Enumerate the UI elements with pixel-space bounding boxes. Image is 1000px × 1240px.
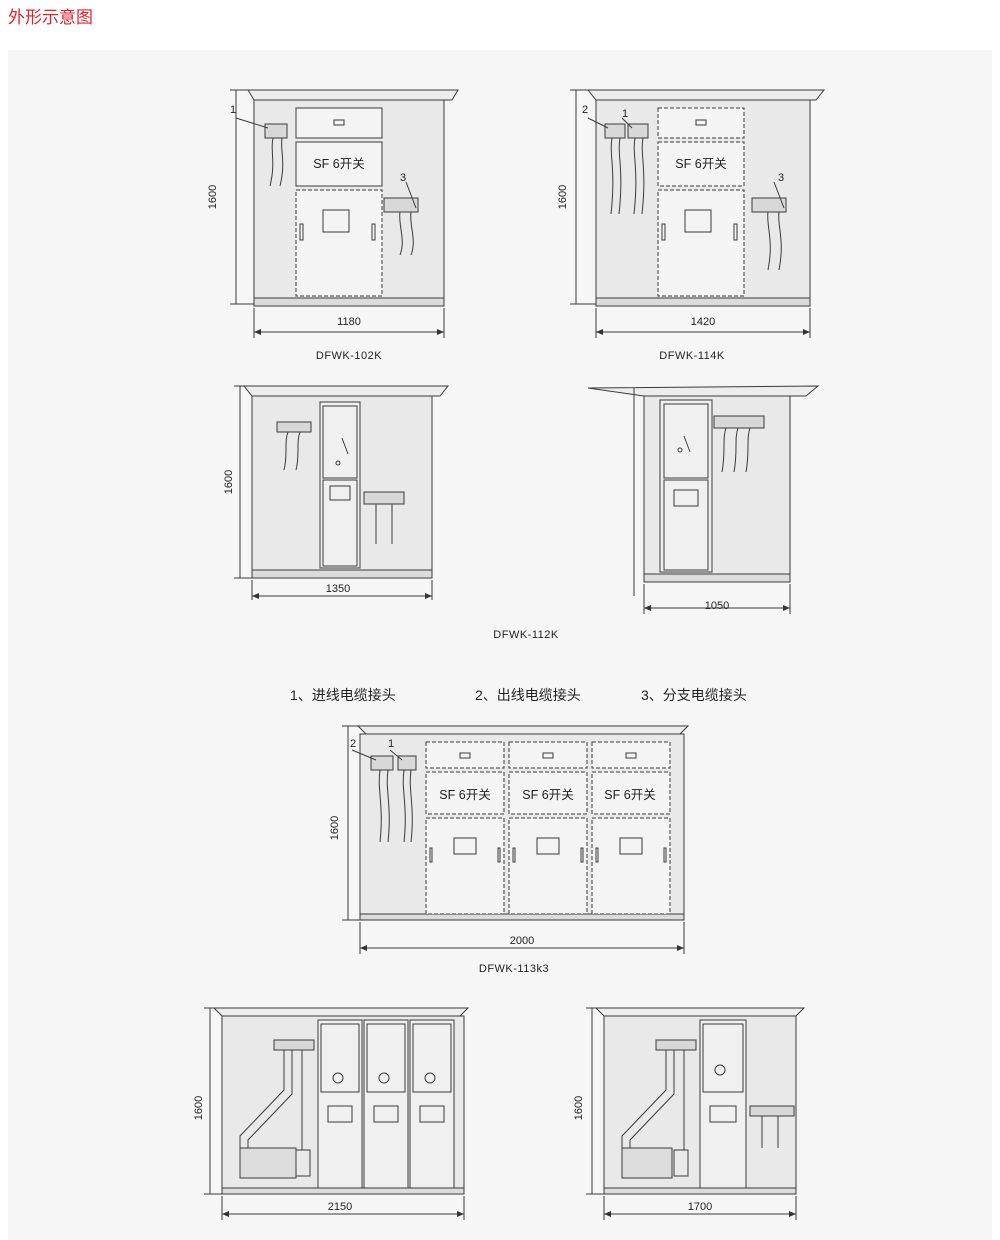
diagram-1700 [586,1007,806,1220]
width-dimension: 1180 [337,316,361,328]
callout-1: 1 [622,108,628,120]
height-dimension: 1600 [223,470,235,494]
switch-label: SF 6开关 [675,157,726,171]
diagram-dfwk-102k [230,89,459,338]
model-label: DFWK-113k3 [479,963,549,975]
switch-label: SF 6开关 [604,788,655,802]
model-label: DFWK-102K [316,350,382,362]
callout-3: 3 [400,172,406,184]
diagram-dfwk-113k3 [342,725,690,954]
height-dimension: 1600 [557,185,569,209]
callout-1: 1 [230,104,236,116]
height-dimension: 1600 [573,1096,585,1120]
callout-2: 2 [582,104,588,116]
page-heading: 外形示意图 [8,8,93,27]
height-dimension: 1600 [193,1096,205,1120]
width-dimension: 2150 [328,1201,352,1213]
callout-2: 2 [350,738,356,750]
width-dimension: 1420 [691,316,715,328]
legend-item-1: 1、进线电缆接头 [290,687,396,703]
height-dimension: 1600 [329,816,341,840]
width-dimension: 1700 [688,1201,712,1213]
legend-item-2: 2、出线电缆接头 [475,687,581,703]
legend-item-3: 3、分支电缆接头 [641,687,747,703]
drawing-panel: SF 6开关 1600 1180 DFWK-102K 1 3 SF [8,50,992,1240]
switch-label: SF 6开关 [313,157,364,171]
diagram-dfwk-112k-right [587,385,820,614]
width-dimension: 2000 [510,935,534,947]
schematic-drawing: SF 6开关 1600 1180 DFWK-102K 1 3 SF [193,89,826,1220]
diagram-2150 [204,1007,470,1220]
model-label: DFWK-114K [659,350,725,362]
width-dimension: 1350 [326,583,350,595]
switch-label: SF 6开关 [522,788,573,802]
model-label: DFWK-112K [493,629,559,641]
callout-1: 1 [388,738,394,750]
height-dimension: 1600 [207,185,219,209]
callout-3: 3 [778,172,784,184]
width-dimension-2: 1050 [705,600,729,612]
diagram-dfwk-112k-left [234,385,450,600]
switch-label: SF 6开关 [439,788,490,802]
diagram-dfwk-114k [570,89,826,338]
